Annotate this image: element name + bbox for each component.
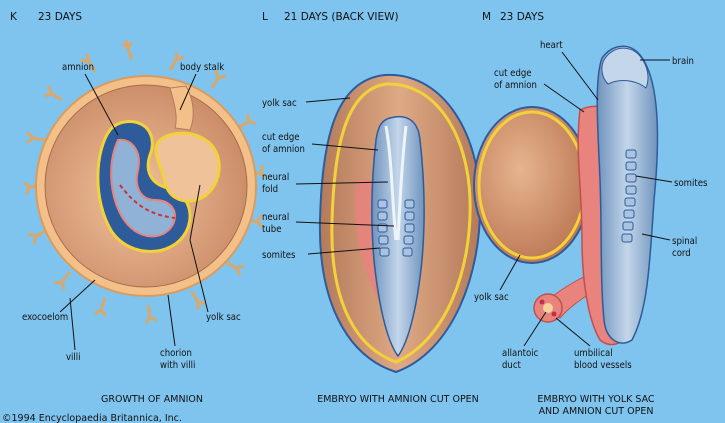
leader-cut-edge-m [544, 84, 584, 112]
label-umbilical-1: umbilical [574, 348, 613, 359]
panel-m-letter: M [482, 11, 491, 23]
yolk-sac-m [474, 107, 590, 263]
label-cut-edge-m-2: of amnion [494, 80, 537, 91]
panel-l: L 21 DAYS (BACK VIEW) yolk sac cut edge … [262, 11, 480, 405]
panel-l-letter: L [262, 11, 268, 23]
leader-exocoelom [60, 280, 95, 312]
label-chorion-2: with villi [160, 360, 195, 371]
vessel-dot-2 [552, 312, 557, 317]
label-yolk-sac-k: yolk sac [206, 312, 241, 323]
label-cut-edge-l-1: cut edge [262, 132, 300, 143]
leader-heart [562, 52, 598, 100]
label-yolk-sac-m: yolk sac [474, 292, 509, 303]
panel-l-days: 21 DAYS (BACK VIEW) [284, 11, 399, 23]
panel-k-letter: K [10, 11, 18, 23]
label-neural-fold-1: neural [262, 172, 289, 183]
allantoic-lumen [543, 303, 553, 313]
label-cut-edge-l-2: of amnion [262, 144, 305, 155]
label-allantoic-2: duct [502, 360, 522, 371]
label-exocoelom: exocoelom [22, 312, 68, 323]
label-spinal-2: cord [672, 248, 691, 259]
copyright: ©1994 Encyclopaedia Britannica, Inc. [2, 413, 182, 423]
label-umbilical-2: blood vessels [574, 360, 632, 371]
leader-chorion [168, 295, 175, 346]
leader-villi [70, 298, 75, 350]
label-body-stalk: body stalk [180, 62, 224, 73]
label-chorion-1: chorion [160, 348, 192, 359]
label-amnion-k: amnion [62, 62, 94, 73]
panel-m: M 23 DAYS heart cut edge of amnion brain… [474, 11, 708, 417]
leader-umbilical [556, 318, 590, 346]
label-somites-m: somites [674, 178, 708, 189]
caption-l: EMBRYO WITH AMNION CUT OPEN [317, 394, 479, 405]
leader-yolk-sac-m [500, 255, 520, 290]
label-neural-fold-2: fold [262, 184, 278, 195]
leader-allantoic [524, 312, 546, 346]
label-allantoic-1: allantoic [502, 348, 539, 359]
caption-k: GROWTH OF AMNION [101, 394, 203, 405]
panel-m-days: 23 DAYS [500, 11, 544, 23]
label-yolk-sac-l: yolk sac [262, 98, 297, 109]
label-brain: brain [672, 56, 694, 67]
label-neural-tube-2: tube [262, 224, 281, 235]
label-heart: heart [540, 40, 563, 51]
caption-m-1: EMBRYO WITH YOLK SAC [537, 394, 654, 405]
label-neural-tube-1: neural [262, 212, 289, 223]
caption-m-2: AND AMNION CUT OPEN [539, 406, 654, 417]
label-spinal-1: spinal [672, 236, 697, 247]
panel-k: K 23 DAYS amnion body stalk exocoelom vi… [10, 11, 266, 405]
label-somites-l: somites [262, 250, 296, 261]
vessel-dot-1 [540, 300, 545, 305]
embryo-m [597, 46, 657, 343]
label-villi: villi [66, 352, 81, 363]
label-cut-edge-m-1: cut edge [494, 68, 532, 79]
panel-k-days: 23 DAYS [38, 11, 82, 23]
